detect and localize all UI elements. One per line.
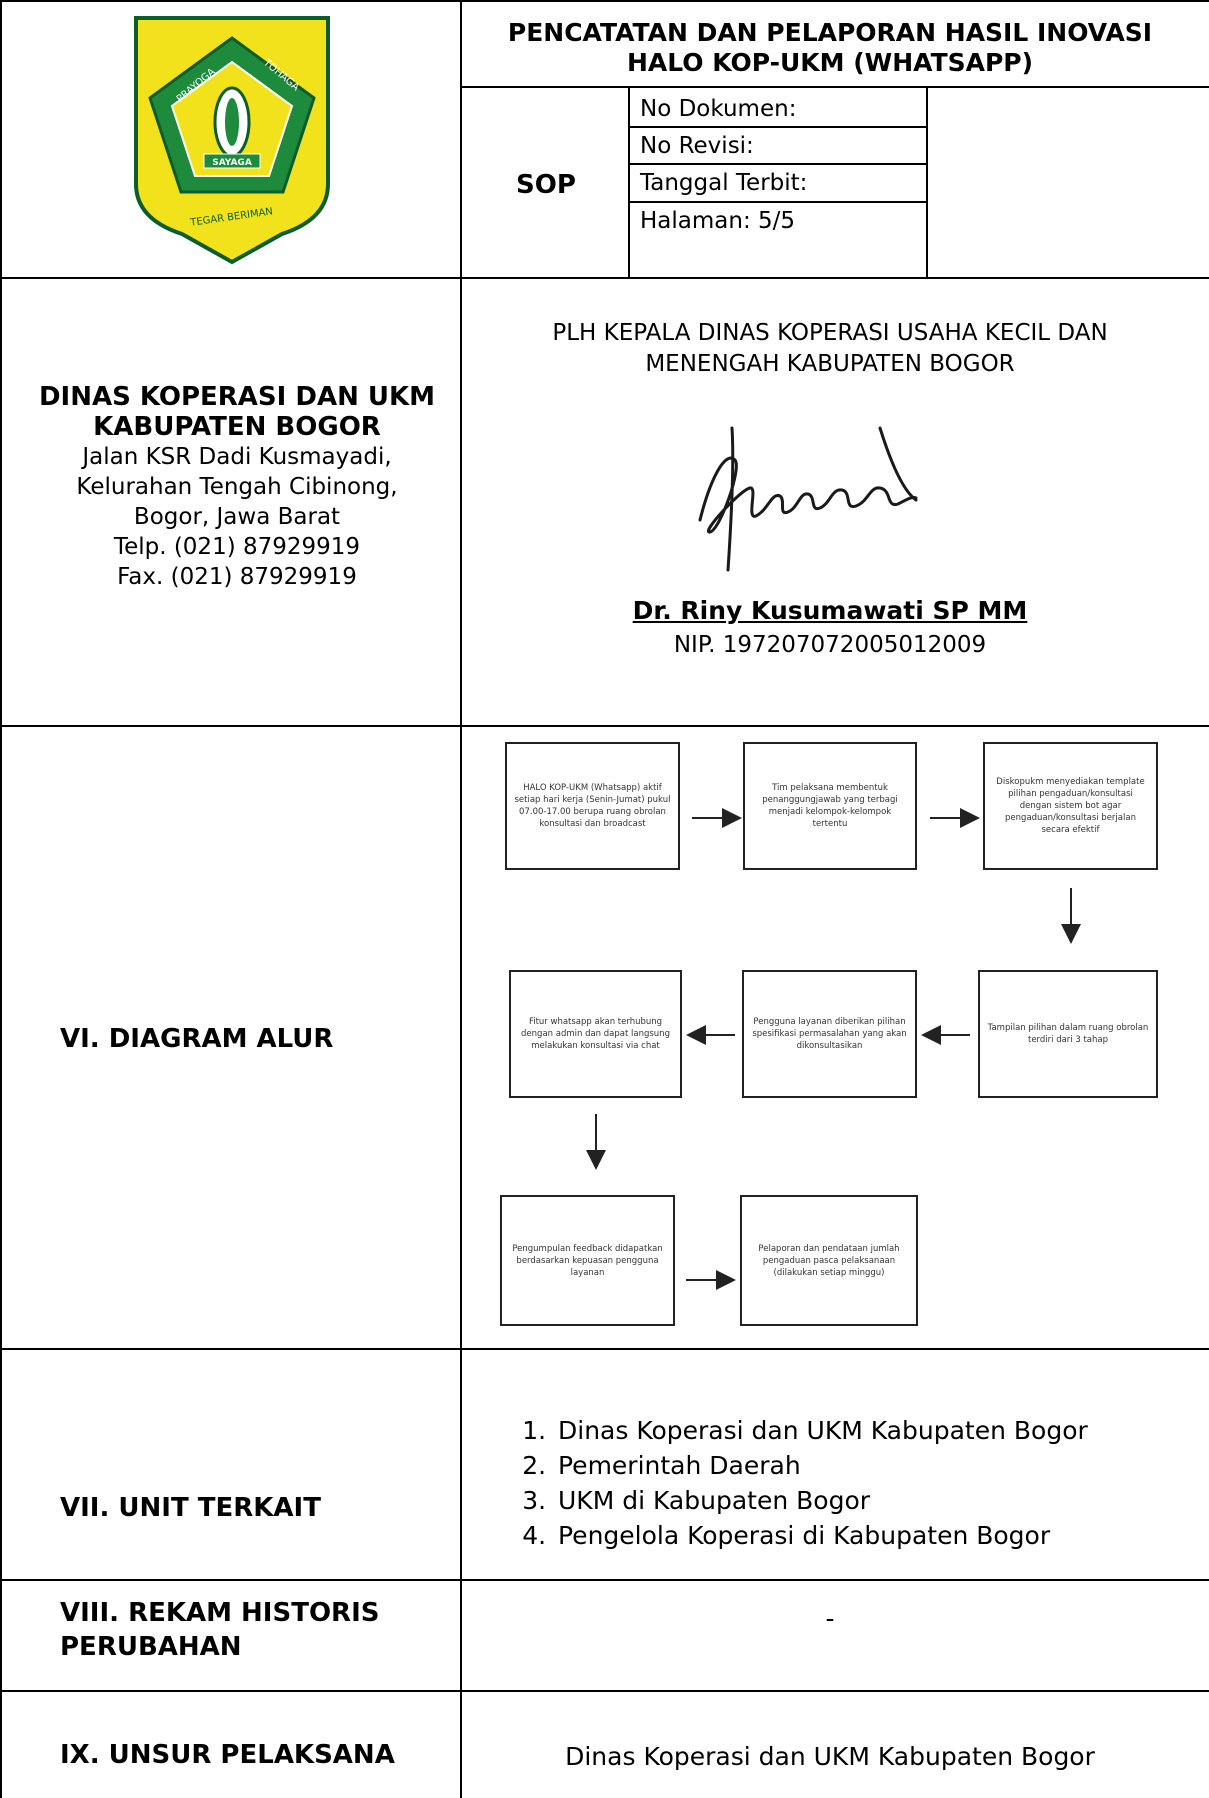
page-label: Halaman: 5/5 — [640, 208, 796, 234]
handwritten-signature — [698, 426, 918, 572]
signatory-title-line-1: PLH KEPALA DINAS KOPERASI USAHA KECIL DA… — [552, 320, 1108, 346]
issue-date-label: Tanggal Terbit: — [640, 170, 808, 196]
revision-label: No Revisi: — [640, 133, 754, 159]
section-units-label: VII. UNIT TERKAIT — [60, 1493, 321, 1523]
flow-step-3: Diskopukm menyediakan template pilihan p… — [983, 742, 1158, 870]
section-history-line-1: VIII. REKAM HISTORIS — [60, 1598, 380, 1628]
meta-row-1 — [628, 126, 927, 128]
address-line-1: Jalan KSR Dadi Kusmayadi, — [82, 444, 392, 470]
sop-divider — [628, 86, 630, 278]
department-info: DINAS KOPERASI DAN UKM KABUPATEN BOGOR J… — [14, 382, 460, 592]
department-name-line-2: KABUPATEN BOGOR — [93, 412, 381, 442]
document-title: PENCATATAN DAN PELAPORAN HASIL INOVASI H… — [466, 18, 1194, 78]
table-border-left — [0, 0, 2, 1798]
flow-step-4: Tampilan pilihan dalam ruang obrolan ter… — [978, 970, 1158, 1098]
row-divider-4 — [0, 1579, 1209, 1581]
row-divider-3 — [0, 1348, 1209, 1350]
signatory-nip: NIP. 197207072005012009 — [673, 632, 987, 658]
department-name-line-1: DINAS KOPERASI DAN UKM — [38, 382, 436, 412]
history-value: - — [825, 1604, 835, 1633]
document-title-line-1: PENCATATAN DAN PELAPORAN HASIL INOVASI — [507, 18, 1153, 47]
executor-value: Dinas Koperasi dan UKM Kabupaten Bogor — [565, 1742, 1095, 1771]
row-divider-1 — [0, 277, 1209, 279]
section-executor-label: IX. UNSUR PELAKSANA — [60, 1740, 395, 1770]
section-history-line-2: PERUBAHAN — [60, 1632, 242, 1662]
section-diagram-label: VI. DIAGRAM ALUR — [60, 1024, 334, 1054]
flow-step-7: Pengumpulan feedback didapatkan berdasar… — [500, 1195, 675, 1326]
header-title-divider — [460, 86, 1209, 88]
address-line-3: Bogor, Jawa Barat — [133, 504, 341, 530]
related-unit-item: Pemerintah Daerah — [554, 1448, 1088, 1483]
address-line-2: Kelurahan Tengah Cibinong, — [76, 474, 398, 500]
flow-step-1: HALO KOP-UKM (Whatsapp) aktif setiap har… — [505, 742, 680, 870]
document-title-line-2: HALO KOP-UKM (WHATSAPP) — [626, 48, 1034, 77]
signatory-title: PLH KEPALA DINAS KOPERASI USAHA KECIL DA… — [466, 318, 1194, 380]
fax-number: Fax. (021) 87929919 — [117, 564, 357, 590]
meta-row-3 — [628, 201, 927, 203]
bogor-regency-emblem: SAYAGA PRAYOGA TOHAGA TEGAR BERIMAN — [134, 16, 330, 265]
flow-step-8: Pelaporan dan pendataan jumlah pengaduan… — [740, 1195, 918, 1326]
signatory-title-line-2: MENENGAH KABUPATEN BOGOR — [645, 351, 1015, 377]
table-border-top — [0, 0, 1209, 2]
column-divider — [460, 0, 462, 1798]
logo-center-word: SAYAGA — [212, 158, 252, 168]
row-divider-5 — [0, 1690, 1209, 1692]
flow-step-6: Fitur whatsapp akan terhubung dengan adm… — [509, 970, 682, 1098]
sop-label: SOP — [516, 170, 576, 200]
related-unit-item: Dinas Koperasi dan UKM Kabupaten Bogor — [554, 1413, 1088, 1448]
related-unit-item: Pengelola Koperasi di Kabupaten Bogor — [554, 1518, 1088, 1553]
section-history-label: VIII. REKAM HISTORIS PERUBAHAN — [60, 1596, 379, 1664]
doc-number-label: No Dokumen: — [640, 96, 797, 122]
signatory-name: Dr. Riny Kusumawati SP MM — [632, 596, 1028, 625]
row-divider-2 — [0, 725, 1209, 727]
phone-number: Telp. (021) 87929919 — [113, 534, 361, 560]
flow-step-5: Pengguna layanan diberikan pilihan spesi… — [742, 970, 917, 1098]
related-unit-item: UKM di Kabupaten Bogor — [554, 1483, 1088, 1518]
meta-row-2 — [628, 163, 927, 165]
flow-step-2: Tim pelaksana membentuk penanggungjawab … — [743, 742, 917, 870]
related-units-list: Dinas Koperasi dan UKM Kabupaten Bogor P… — [520, 1413, 1088, 1553]
meta-divider — [926, 86, 928, 278]
